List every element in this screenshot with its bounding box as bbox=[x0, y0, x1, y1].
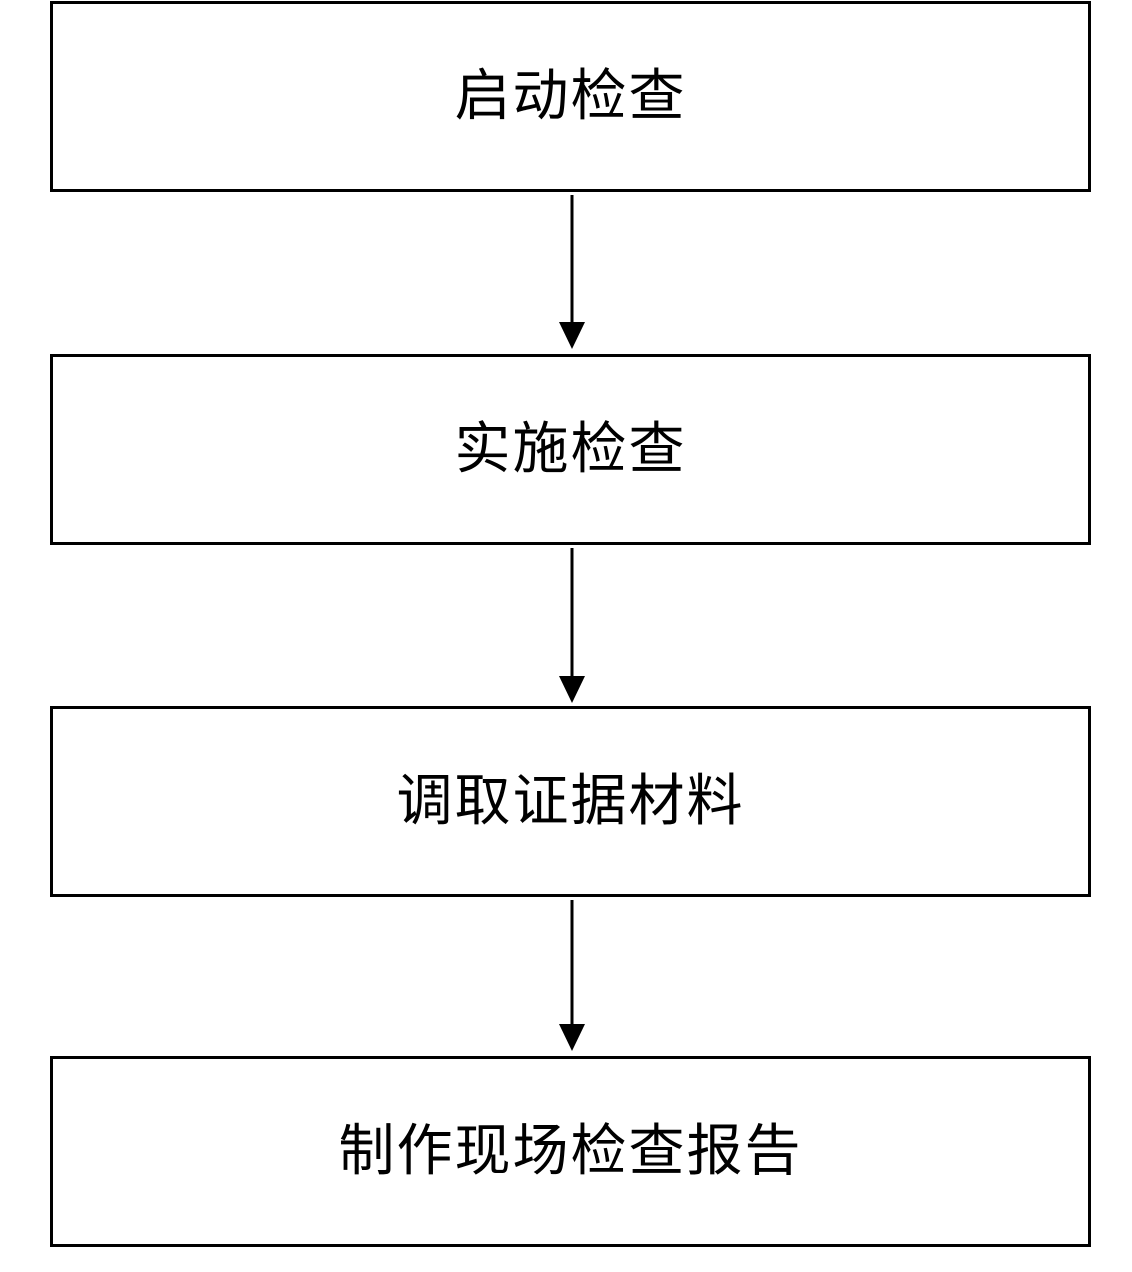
arrow-2 bbox=[559, 548, 585, 703]
step-label-collect-evidence: 调取证据材料 bbox=[396, 768, 745, 834]
step-box-inspection-report: 制作现场检查报告 bbox=[50, 1056, 1091, 1247]
arrow-2-head bbox=[559, 676, 585, 703]
step-label-start-inspection: 启动检查 bbox=[454, 63, 687, 129]
step-box-conduct-inspection: 实施检查 bbox=[50, 354, 1091, 545]
step-label-inspection-report: 制作现场检查报告 bbox=[338, 1118, 803, 1184]
arrow-3 bbox=[559, 900, 585, 1051]
step-box-collect-evidence: 调取证据材料 bbox=[50, 706, 1091, 897]
arrow-3-head bbox=[559, 1024, 585, 1051]
step-label-conduct-inspection: 实施检查 bbox=[454, 416, 687, 482]
arrow-1 bbox=[559, 195, 585, 349]
arrow-1-head bbox=[559, 322, 585, 349]
step-box-start-inspection: 启动检查 bbox=[50, 1, 1091, 192]
